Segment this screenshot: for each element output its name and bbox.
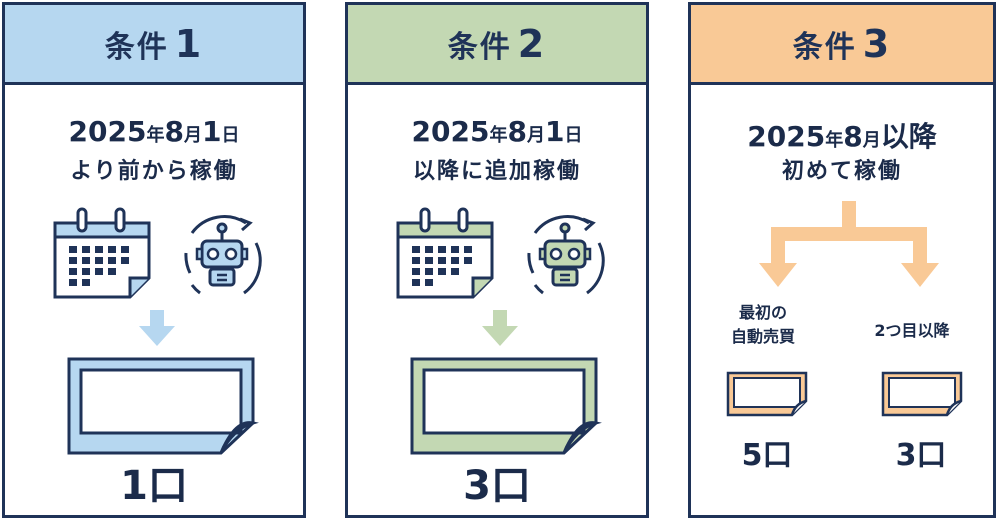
branch-count-first: 5口 (741, 438, 793, 473)
card-subtitle: 初めて稼働 (781, 159, 902, 184)
header-label: 条件 (104, 29, 169, 65)
card-subtitle: 以降に追加稼働 (412, 159, 581, 184)
quota-count: 1口 (120, 463, 188, 509)
title-month: 8 (507, 115, 527, 148)
title-year: 2025 (68, 115, 147, 148)
header-label: 条件 (792, 29, 857, 65)
arrow-down-icon (482, 310, 518, 346)
title-year: 2025 (411, 115, 490, 148)
document-icon (881, 371, 963, 417)
card-subtitle: より前から稼働 (70, 159, 238, 184)
title-year-unit: 年 (489, 125, 508, 146)
title-day-unit: 日 (221, 125, 240, 146)
branch-label-line1: 最初の (738, 303, 787, 322)
title-month: 8 (843, 120, 863, 153)
header-label: 条件 (447, 29, 512, 65)
title-rest: 以降 (880, 120, 937, 153)
arrow-down-icon (139, 310, 175, 346)
card-header: 条件 3 (691, 5, 993, 85)
header-number: 1 (174, 21, 204, 66)
robot-icon (184, 215, 262, 295)
condition-card-3: 条件 3 2025年8月以降 初めて稼働 最初の 自動売買 2つ目以降 5口 3… (688, 2, 996, 518)
title-year-unit: 年 (146, 125, 165, 146)
title-year-unit: 年 (825, 130, 844, 151)
branch-label-second: 2つ目以降 (857, 319, 967, 343)
condition-card-2: 条件 2 2025年8月1日 以降に追加稼働 (345, 2, 649, 518)
calendar-icon (53, 207, 151, 299)
calendar-icon (396, 207, 494, 299)
robot-icon (527, 215, 605, 295)
header-number: 3 (862, 21, 892, 66)
header-number: 2 (517, 21, 547, 66)
quota-count: 3口 (463, 463, 531, 509)
title-month: 8 (164, 115, 184, 148)
title-year: 2025 (747, 120, 826, 153)
condition-card-1: 条件 1 2025年8月1日 より前から稼働 (2, 2, 306, 518)
document-icon (67, 357, 259, 455)
branch-label-line1: 2つ目以降 (874, 321, 950, 340)
card-title: 2025年8月1日 (348, 115, 646, 148)
branch-label-line2: 自動売買 (730, 327, 795, 346)
branch-count-second: 3口 (895, 438, 947, 473)
card-title: 2025年8月以降 (691, 115, 993, 155)
card-title: 2025年8月1日 (5, 115, 303, 148)
document-icon (726, 371, 808, 417)
title-day: 1 (201, 115, 222, 148)
branch-arrow-icon (759, 201, 939, 287)
title-month-unit: 月 (862, 130, 881, 151)
title-month-unit: 月 (183, 125, 202, 146)
title-day-unit: 日 (564, 125, 583, 146)
title-month-unit: 月 (526, 125, 545, 146)
card-header: 条件 1 (5, 5, 303, 85)
branch-label-first: 最初の 自動売買 (713, 301, 813, 349)
title-day: 1 (544, 115, 565, 148)
document-icon (410, 357, 602, 455)
card-header: 条件 2 (348, 5, 646, 85)
